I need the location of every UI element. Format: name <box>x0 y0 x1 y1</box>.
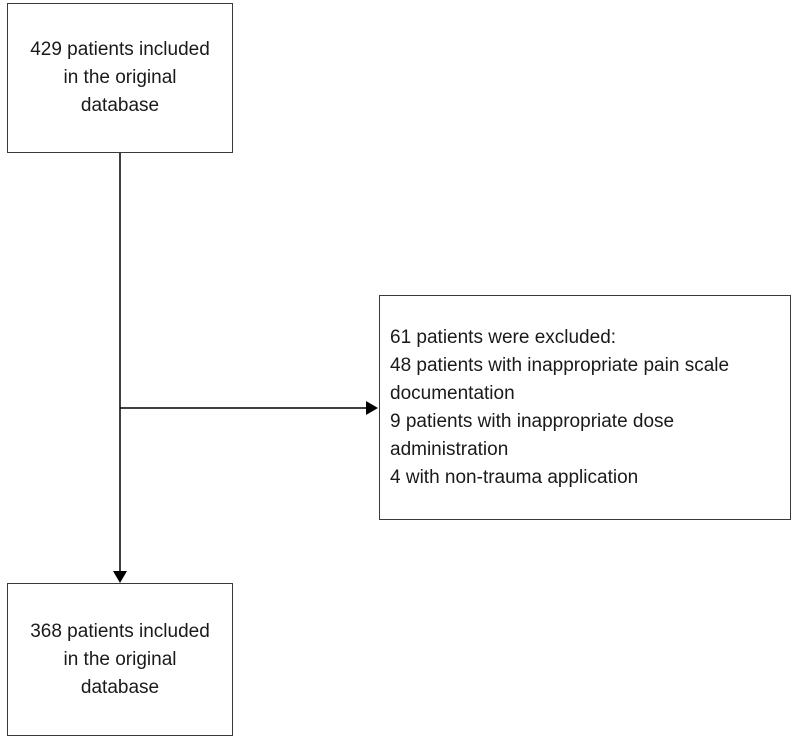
exclusion-text: 61 patients were excluded: 48 patients w… <box>390 324 729 492</box>
final-cohort-line-3: database <box>80 676 160 698</box>
initial-cohort-line-1: 429 patients included <box>30 39 210 60</box>
final-cohort-text: 368 patients included in the original da… <box>30 618 210 702</box>
final-cohort-box: 368 patients included in the original da… <box>7 583 233 736</box>
exclusion-line-5: administration <box>390 438 509 460</box>
main-arrowhead-down <box>113 571 127 583</box>
exclusion-box: 61 patients were excluded: 48 patients w… <box>379 295 791 520</box>
exclusion-line-4: 9 patients with inappropriate dose <box>390 410 675 432</box>
initial-cohort-line-2: in the original <box>63 67 177 88</box>
exclusion-line-3: documentation <box>390 382 515 404</box>
exclusion-line-2: 48 patients with inappropriate pain scal… <box>390 354 730 376</box>
final-cohort-line-1: 368 patients included <box>30 620 210 642</box>
exclusion-arrowhead-right <box>366 401 378 415</box>
exclusion-line-6: 4 with non-trauma application <box>390 466 639 488</box>
initial-cohort-text: 429 patients included in the original da… <box>30 36 210 120</box>
final-cohort-line-2: in the original <box>63 648 177 670</box>
exclusion-line-1: 61 patients were excluded: <box>390 326 617 348</box>
initial-cohort-line-3: database <box>80 95 160 116</box>
initial-cohort-box: 429 patients included in the original da… <box>7 3 233 153</box>
